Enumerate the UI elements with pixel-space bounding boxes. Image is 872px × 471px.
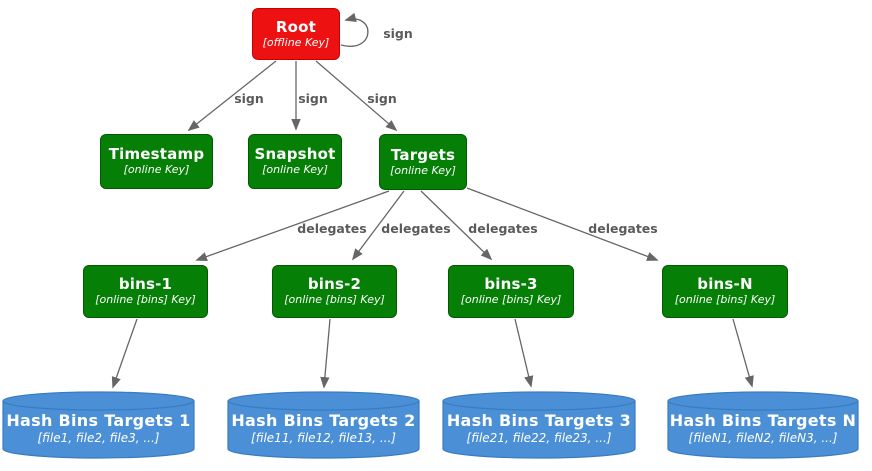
edge-targets-bins1 [195,190,390,262]
node-subtitle: [file11, file12, file13, ...] [251,430,396,445]
node-subtitle: [online [bins] Key] [460,293,562,307]
node-subtitle: [online Key] [390,163,456,177]
node-bins-N: bins-N [online [bins] Key] [662,265,788,318]
node-subtitle: [online Key] [262,163,328,177]
node-subtitle: [online Key] [123,163,190,177]
node-title: bins-N [697,275,753,294]
node-title: Timestamp [108,145,205,164]
node-title: Hash Bins Targets 3 [446,410,632,430]
node-title: Snapshot [254,145,336,164]
node-title: bins-2 [307,275,362,294]
node-subtitle: [file21, file22, file23, ...] [466,430,612,445]
node-title: bins-1 [118,275,173,294]
node-title: Targets [390,145,456,164]
node-targets: Targets [online Key] [379,134,467,190]
node-title: Hash Bins Targets N [669,410,857,430]
cylinder-hash-bins-targets-2 [227,391,420,459]
node-subtitle: [online [bins] Key] [674,293,776,307]
node-title: Hash Bins Targets 2 [231,410,416,430]
node-root: Root [offline Key] [252,8,340,60]
cylinder-hash-bins-targets-1 [2,391,195,459]
node-subtitle: [online [bins] Key] [95,293,196,307]
node-title: bins-3 [484,275,538,294]
node-snapshot: Snapshot [online Key] [248,134,342,189]
node-bins-3: bins-3 [online [bins] Key] [448,265,574,318]
node-bins-2: bins-2 [online [bins] Key] [272,265,397,318]
node-subtitle: [offline Key] [262,35,330,49]
edge-root-timestamp [187,60,277,132]
node-bins-1: bins-1 [online [bins] Key] [83,265,208,318]
label-hash-bins-targets-N: Hash Bins Targets N [fileN1, fileN2, fil… [668,405,858,451]
edge-root-targets [315,60,398,132]
edge-root-self-sign [340,12,369,47]
edge-label-sign-self: sign [383,26,413,41]
edge-label-sign-timestamp: sign [234,91,264,106]
edge-bins1-hashbins1 [111,318,138,389]
cylinder-hash-bins-targets-3 [442,391,636,459]
edge-label-delegates-2: delegates [381,221,451,236]
edge-label-delegates-4: delegates [588,221,658,236]
node-subtitle: [fileN1, fileN2, fileN3, ...] [688,430,838,445]
node-title: Hash Bins Targets 1 [6,410,191,430]
edge-binsN-hashbinsN [732,318,754,388]
node-title: Root [275,17,317,36]
node-timestamp: Timestamp [online Key] [100,134,213,189]
label-hash-bins-targets-3: Hash Bins Targets 3 [file21, file22, fil… [443,405,635,451]
edge-bins3-hashbins3 [514,318,534,388]
edge-label-sign-snapshot: sign [298,91,328,106]
label-hash-bins-targets-2: Hash Bins Targets 2 [file11, file12, fil… [228,405,419,451]
edge-targets-bins3 [420,190,493,261]
edge-targets-binsN [466,187,659,261]
edge-label-sign-targets: sign [367,91,397,106]
node-subtitle: [online [bins] Key] [284,293,385,307]
edge-targets-bins2 [351,190,405,261]
edge-label-delegates-1: delegates [297,221,367,236]
label-hash-bins-targets-1: Hash Bins Targets 1 [file1, file2, file3… [3,405,194,451]
edge-label-delegates-3: delegates [468,221,538,236]
cylinder-hash-bins-targets-N [667,391,859,459]
edge-bins2-hashbins2 [320,318,331,389]
node-subtitle: [file1, file2, file3, ...] [37,430,160,445]
